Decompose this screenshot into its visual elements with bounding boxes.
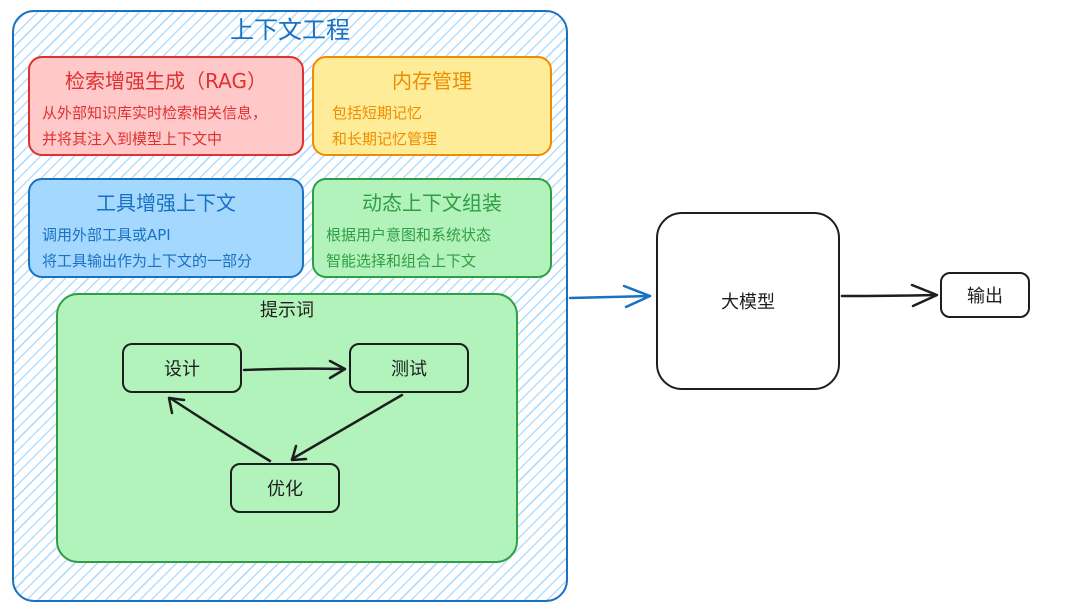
rag-card: 检索增强生成（RAG） 从外部知识库实时检索相关信息， 并将其注入到模型上下文中 xyxy=(28,56,304,156)
tools-description: 调用外部工具或API 将工具输出作为上下文的一部分 xyxy=(42,222,290,274)
tools-line: 将工具输出作为上下文的一部分 xyxy=(42,252,253,270)
memory-description: 包括短期记忆 和长期记忆管理 xyxy=(326,100,538,152)
dynamic-assembly-card: 动态上下文组装 根据用户意图和系统状态 智能选择和组合上下文 xyxy=(312,178,552,278)
rag-line: 并将其注入到模型上下文中 xyxy=(42,130,223,148)
memory-title: 内存管理 xyxy=(392,69,472,93)
prompt-title: 提示词 xyxy=(260,300,314,321)
rag-line: 从外部知识库实时检索相关信息， xyxy=(42,104,268,122)
memory-card: 内存管理 包括短期记忆 和长期记忆管理 xyxy=(312,56,552,156)
tools-card: 工具增强上下文 调用外部工具或API 将工具输出作为上下文的一部分 xyxy=(28,178,304,278)
dynamic-line: 根据用户意图和系统状态 xyxy=(326,226,492,244)
arrowhead-design-to-test xyxy=(328,359,347,380)
prompt-container xyxy=(56,293,518,563)
tools-line: 调用外部工具或API xyxy=(42,226,171,244)
dynamic-assembly-description: 根据用户意图和系统状态 智能选择和组合上下文 xyxy=(326,222,538,274)
tools-title: 工具增强上下文 xyxy=(96,191,236,215)
arrowhead-context-to-llm xyxy=(622,284,652,309)
arrow-test-to-optimize xyxy=(290,393,404,461)
dynamic-line: 智能选择和组合上下文 xyxy=(326,252,477,270)
rag-description: 从外部知识库实时检索相关信息， 并将其注入到模型上下文中 xyxy=(42,100,290,152)
arrow-design-to-test xyxy=(242,367,346,372)
arrow-context-to-llm xyxy=(568,294,652,300)
arrowhead-optimize-to-design xyxy=(167,396,186,415)
output-node: 输出 xyxy=(940,272,1030,318)
design-node: 设计 xyxy=(122,343,242,393)
memory-line: 包括短期记忆 xyxy=(332,104,423,122)
rag-title: 检索增强生成（RAG） xyxy=(65,69,267,93)
arrowhead-llm-to-output xyxy=(910,283,939,308)
context-engineering-title: 上下文工程 xyxy=(230,16,350,44)
llm-node: 大模型 xyxy=(656,212,840,390)
dynamic-assembly-title: 动态上下文组装 xyxy=(362,191,502,215)
optimize-node: 优化 xyxy=(230,463,340,513)
test-node: 测试 xyxy=(349,343,469,393)
arrowhead-test-to-optimize xyxy=(290,444,308,462)
arrow-llm-to-output xyxy=(840,293,938,298)
memory-line: 和长期记忆管理 xyxy=(332,130,438,148)
arrow-optimize-to-design xyxy=(168,396,272,463)
